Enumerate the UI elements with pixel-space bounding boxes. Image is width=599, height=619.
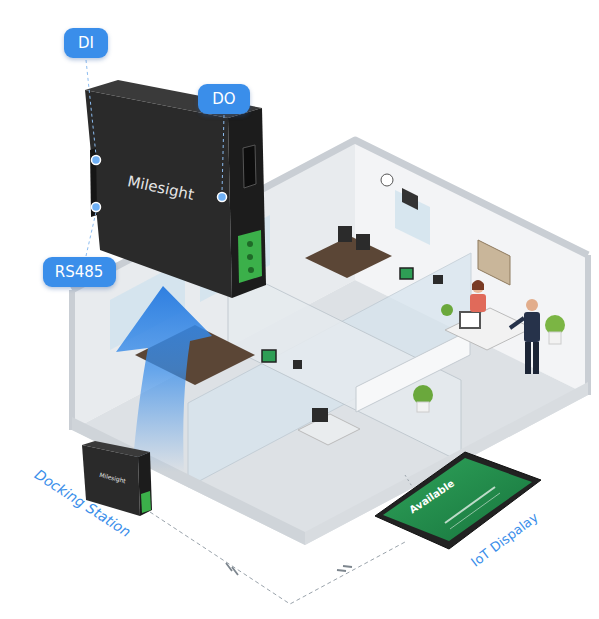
mount-arrow xyxy=(116,286,212,472)
device-caption: IoT Dispalay xyxy=(469,510,541,569)
pot xyxy=(549,332,561,344)
monitor xyxy=(460,312,480,328)
link-line xyxy=(405,475,413,488)
callout-bubble: DI xyxy=(64,28,108,58)
pot xyxy=(417,402,429,412)
pinboard xyxy=(478,240,510,285)
desk xyxy=(298,414,360,445)
wall-edge xyxy=(585,255,591,395)
callout-text: DO xyxy=(212,91,235,108)
screw xyxy=(248,267,254,273)
brand-logo: Milesight xyxy=(98,471,126,484)
monitor xyxy=(356,234,370,250)
room-display xyxy=(400,268,413,279)
front-wall xyxy=(305,382,588,545)
terminal-block xyxy=(238,230,262,283)
leader-line xyxy=(86,212,96,256)
callout-bubble: RS485 xyxy=(43,257,116,287)
seated-person xyxy=(470,280,486,312)
desk xyxy=(305,236,392,278)
wall-clock xyxy=(381,174,393,186)
direction-chevrons xyxy=(337,566,352,571)
direction-chevrons xyxy=(226,563,238,575)
callout-text: RS485 xyxy=(55,264,104,281)
port-dot xyxy=(92,203,101,212)
screen-status: Available xyxy=(407,477,456,515)
partition-wall xyxy=(356,330,470,412)
device-side xyxy=(228,108,266,298)
brand-logo: Milesight xyxy=(126,173,195,203)
leader-line xyxy=(86,60,96,155)
screw xyxy=(247,254,253,260)
port-dot xyxy=(218,193,227,202)
wall-frame xyxy=(402,188,418,210)
room-display xyxy=(293,360,302,369)
link-line xyxy=(150,512,405,604)
wall-edge xyxy=(69,290,75,430)
leader-line xyxy=(222,115,224,192)
room-display xyxy=(433,275,443,284)
room-display xyxy=(262,350,276,362)
monitor xyxy=(338,226,352,242)
hdmi-port xyxy=(243,145,256,188)
callout-text: DI xyxy=(78,35,94,52)
port-dot xyxy=(92,156,101,165)
desk xyxy=(445,308,532,350)
screw xyxy=(247,241,253,247)
callout-bubble: DO xyxy=(198,84,250,114)
plant xyxy=(441,304,453,316)
monitor xyxy=(312,408,328,422)
standing-person xyxy=(510,299,540,374)
